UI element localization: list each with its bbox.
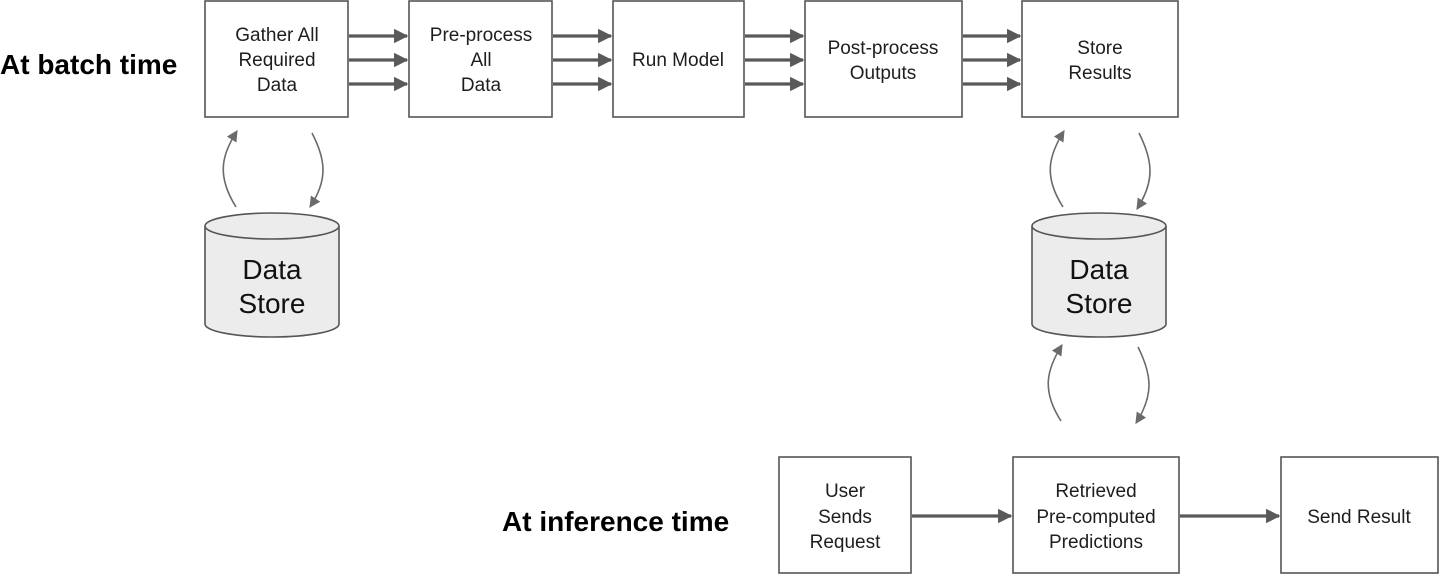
inference-step-send-result: Send Result (1280, 456, 1439, 574)
batch-step-label: All (470, 50, 491, 71)
batch-step-run-model: Run Model (612, 0, 745, 118)
inference-step-label: Pre-computed (1036, 507, 1155, 528)
batch-step-label: Data (257, 75, 298, 96)
inference-step-label: Request (810, 532, 881, 553)
batch-flow-arrows (349, 28, 1022, 92)
batch-step-gather: Gather All Required Data (204, 0, 349, 118)
inference-step-label: Retrieved (1055, 481, 1136, 502)
store-io-arrows-left (222, 130, 324, 208)
batch-step-preprocess: Pre-process All Data (408, 0, 553, 118)
data-store-label: Data (1069, 254, 1129, 285)
batch-step-label: Results (1068, 63, 1131, 84)
curved-arrow-down (309, 132, 324, 208)
inference-step-label: User (825, 481, 866, 502)
batch-step-label: Run Model (632, 50, 724, 71)
curved-arrow-up (222, 130, 238, 208)
curved-arrow-up (1049, 130, 1065, 208)
inference-time-label: At inference time (502, 506, 729, 537)
curved-arrow-down (1135, 346, 1150, 424)
data-store-label: Data (242, 254, 302, 285)
batch-step-label: Gather All (235, 25, 318, 46)
data-store-right: Data Store (1031, 212, 1167, 338)
data-store-label: Store (239, 288, 306, 319)
inference-step-label: Predictions (1049, 532, 1143, 553)
batch-step-postprocess: Post-process Outputs (804, 0, 963, 118)
batch-step-label: Post-process (828, 38, 939, 59)
batch-step-store-results: Store Results (1021, 0, 1179, 118)
inference-step-retrieve: Retrieved Pre-computed Predictions (1012, 456, 1180, 574)
curved-arrow-down (1136, 132, 1151, 210)
batch-step-label: Required (238, 50, 315, 71)
data-store-left: Data Store (204, 212, 340, 338)
batch-step-label: Pre-process (430, 25, 532, 46)
batch-step-label: Store (1077, 38, 1122, 59)
batch-step-label: Data (461, 75, 502, 96)
store-io-arrows-right-top (1049, 130, 1151, 210)
curved-arrow-up (1047, 344, 1063, 422)
store-io-arrows-right-bottom (1047, 344, 1150, 424)
batch-step-label: Outputs (850, 63, 917, 84)
data-store-label: Store (1066, 288, 1133, 319)
inference-step-label: Send Result (1307, 507, 1411, 528)
inference-step-label: Sends (818, 507, 872, 528)
batch-time-label: At batch time (0, 49, 177, 80)
inference-step-user-request: User Sends Request (778, 456, 912, 574)
